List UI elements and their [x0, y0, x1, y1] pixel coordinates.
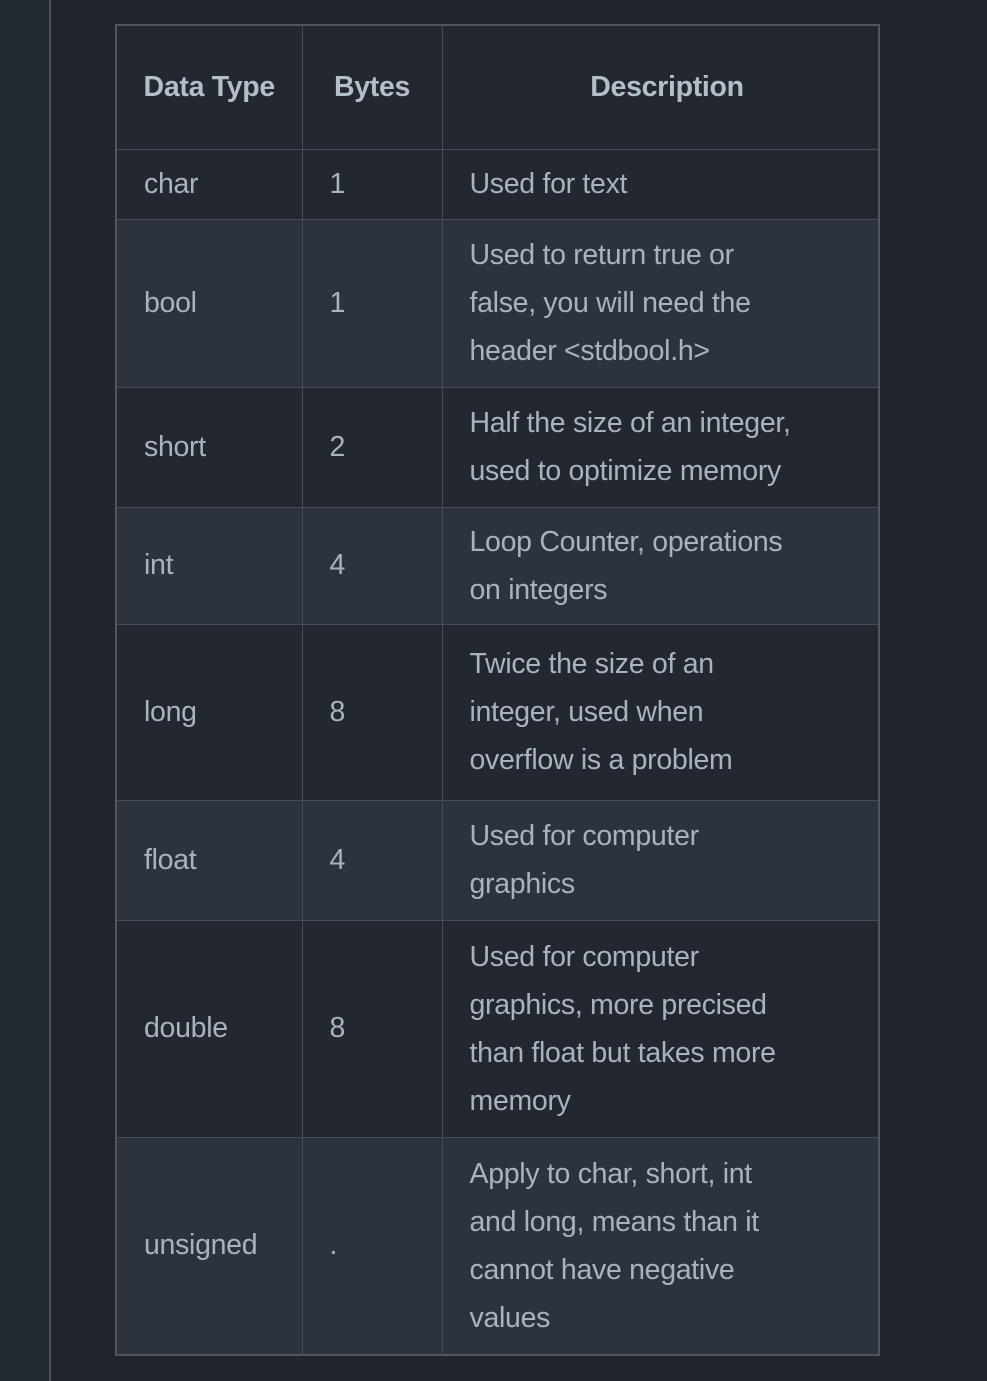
description-text: Twice the size of an integer, used when …	[469, 648, 733, 776]
header-row: Data Type Bytes Description	[115, 24, 880, 150]
table-row-int: int 4 Loop Counter, operations on intege…	[115, 506, 880, 625]
cell-data-type: float	[115, 799, 303, 921]
table-row-long: long 8 Twice the size of an integer, use…	[115, 623, 880, 801]
table-row-char: char 1 Used for text	[115, 148, 880, 220]
cell-description: Twice the size of an integer, used when …	[441, 623, 880, 801]
cell-data-type: double	[115, 919, 303, 1138]
table-row-double: double 8 Used for computer graphics, mor…	[115, 919, 880, 1138]
cell-bytes: 1	[301, 148, 443, 220]
cell-description: Used for computer graphics, more precise…	[441, 919, 880, 1138]
column-header-description: Description	[441, 24, 880, 150]
cell-bytes: 4	[301, 506, 443, 625]
cell-data-type: unsigned	[115, 1136, 303, 1356]
cell-bytes: .	[301, 1136, 443, 1356]
table-row-float: float 4 Used for computer graphics	[115, 799, 880, 921]
cell-description: Loop Counter, operations on integers	[441, 506, 880, 625]
cell-description: Apply to char, short, int and long, mean…	[441, 1136, 880, 1356]
cell-bytes: 2	[301, 386, 443, 508]
column-header-bytes: Bytes	[301, 24, 443, 150]
cell-data-type: bool	[115, 218, 303, 388]
cell-description: Used for computer graphics	[441, 799, 880, 921]
column-header-data-type: Data Type	[115, 24, 303, 150]
cell-bytes: 8	[301, 623, 443, 801]
vertical-divider-line	[49, 0, 51, 1381]
column-header-data-type-label: Data Type	[143, 71, 276, 104]
cell-description: Used to return true or false, you will n…	[441, 218, 880, 388]
column-header-bytes-label: Bytes	[333, 71, 411, 104]
cell-data-type: int	[115, 506, 303, 625]
table-row-unsigned: unsigned . Apply to char, short, int and…	[115, 1136, 880, 1356]
cell-bytes: 8	[301, 919, 443, 1138]
data-types-table: Data Type Bytes Description char 1 Used …	[115, 24, 880, 1356]
table-row-short: short 2 Half the size of an integer, use…	[115, 386, 880, 508]
description-text: Half the size of an integer, used to opt…	[469, 407, 791, 487]
cell-description: Half the size of an integer, used to opt…	[441, 386, 880, 508]
column-header-description-label: Description	[590, 71, 744, 104]
cell-data-type: long	[115, 623, 303, 801]
data-types-table-container: Data Type Bytes Description char 1 Used …	[115, 24, 880, 1356]
cell-bytes: 4	[301, 799, 443, 921]
description-text: Loop Counter, operations on integers	[469, 525, 783, 606]
description-text: Used to return true or false, you will n…	[469, 239, 751, 367]
description-text: Used for computer graphics	[469, 820, 700, 900]
table-row-bool: bool 1 Used to return true or false, you…	[115, 218, 880, 388]
description-text: Used for computer graphics, more precise…	[469, 940, 776, 1117]
description-text: Apply to char, short, int and long, mean…	[469, 1157, 760, 1334]
left-margin-strip	[0, 0, 49, 1381]
description-text: Used for text	[469, 168, 628, 200]
cell-data-type: char	[115, 148, 303, 220]
cell-description: Used for text	[441, 148, 880, 220]
cell-bytes: 1	[301, 218, 443, 388]
cell-data-type: short	[115, 386, 303, 508]
